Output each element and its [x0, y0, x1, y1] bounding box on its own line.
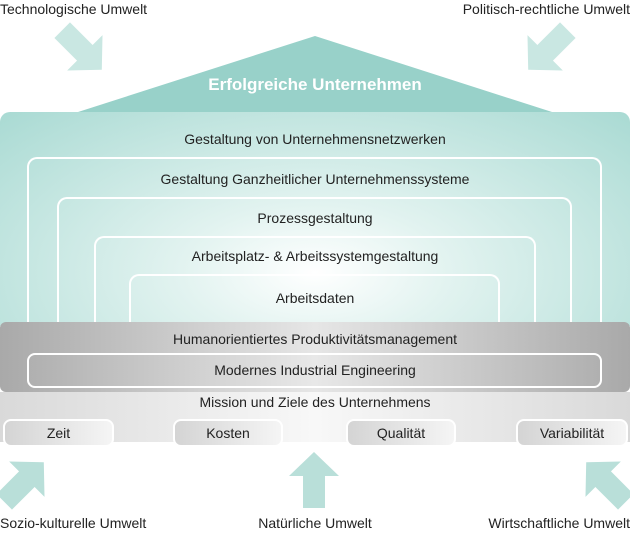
management-label: Humanorientiertes Produktivitätsmanageme…: [172, 331, 458, 347]
layer-box-process: [57, 197, 572, 327]
pillar-kosten: Kosten: [173, 419, 283, 447]
layer-box-workdata: [129, 274, 500, 327]
roof-title: Erfolgreiche Unternehmen: [208, 75, 422, 94]
pillar-variabilitaet: Variabilität: [516, 419, 628, 447]
label-technological-environment: Technologische Umwelt: [0, 1, 148, 17]
arrow-down-left-icon: [527, 22, 576, 71]
layer-networks: Gestaltung von Unternehmensnetzwerken: [184, 131, 446, 147]
layer-workdata: Arbeitsdaten: [275, 290, 355, 306]
arrow-up-left-icon: [585, 461, 630, 510]
layer-workplace: Arbeitsplatz- & Arbeitssystemgestaltung: [191, 248, 439, 264]
label-natural-environment: Natürliche Umwelt: [258, 515, 372, 531]
arrow-down-right-icon: [54, 22, 103, 71]
label-economic-environment: Wirtschaftliche Umwelt: [488, 515, 630, 531]
mission-label: Mission und Ziele des Unternehmens: [199, 394, 431, 410]
layer-systems: Gestaltung Ganzheitlicher Unternehmenssy…: [160, 171, 470, 187]
arrow-up-icon: [289, 452, 339, 508]
pillar-qualitaet: Qualität: [346, 419, 456, 447]
house-body: [0, 112, 630, 326]
layer-box-workplace: [94, 236, 536, 327]
roof: [0, 36, 630, 137]
layer-box-systems: [27, 157, 602, 327]
layer-process: Prozessgestaltung: [257, 210, 373, 226]
label-socio-cultural-environment: Sozio-kulturelle Umwelt: [0, 515, 147, 531]
arrow-up-right-icon: [0, 461, 45, 510]
engineering-label: Modernes Industrial Engineering: [214, 362, 416, 378]
engineering-box: [27, 353, 602, 388]
pillar-zeit: Zeit: [3, 419, 114, 447]
label-political-legal-environment: Politisch-rechtliche Umwelt: [462, 1, 630, 17]
